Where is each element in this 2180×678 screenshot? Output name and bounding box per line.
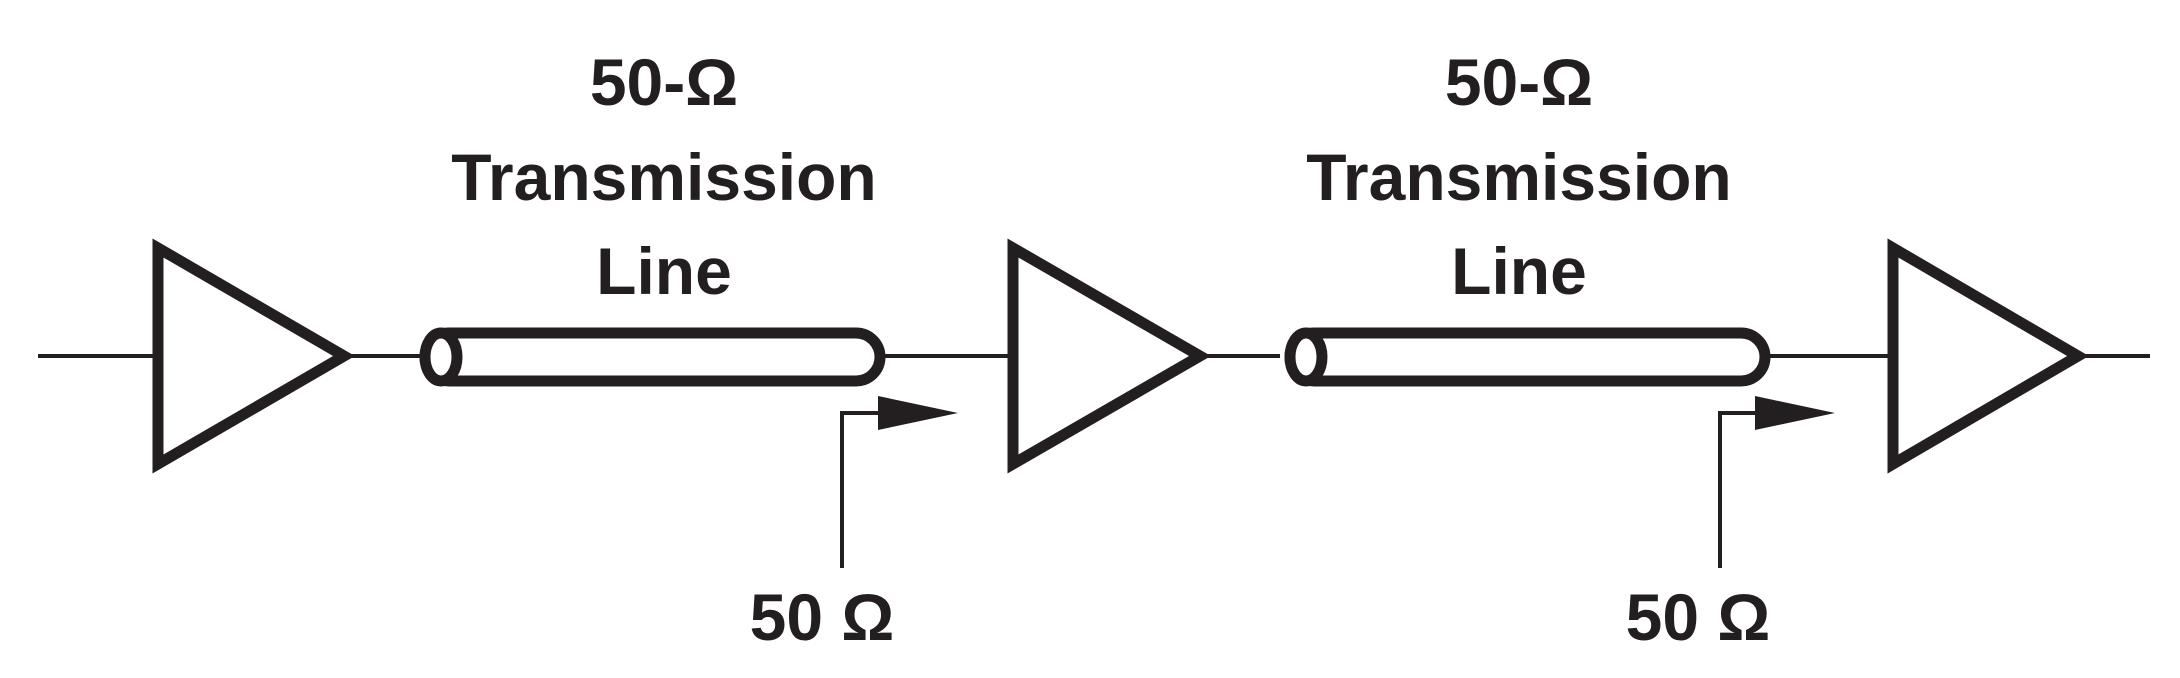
amplifier-1	[152, 238, 355, 474]
transmission-line-1-end-cap	[419, 327, 463, 387]
transmission-line-2	[1284, 327, 1771, 387]
impedance-arrow-1	[840, 396, 958, 568]
line-1-name-label: Transmission	[451, 140, 877, 214]
amplifier-2	[1007, 238, 1211, 474]
transmission-line-2-body	[1284, 327, 1771, 387]
transmission-line-2-end-cap	[1284, 327, 1328, 387]
transmission-line-1	[419, 327, 886, 387]
line-2-impedance-label: 50-Ω	[1445, 45, 1593, 119]
line-2-name-label: Transmission	[1306, 140, 1732, 214]
impedance-arrow-2	[1718, 396, 1835, 568]
line-1-name-label-2: Line	[596, 234, 732, 308]
line-2-termination-label: 50 Ω	[1626, 580, 1771, 654]
line-1-termination-label: 50 Ω	[750, 580, 895, 654]
line-1-impedance-label: 50-Ω	[590, 45, 738, 119]
line-2-name-label-2: Line	[1451, 234, 1587, 308]
transmission-line-1-body	[419, 327, 886, 387]
amplifier-3	[1887, 238, 2089, 474]
